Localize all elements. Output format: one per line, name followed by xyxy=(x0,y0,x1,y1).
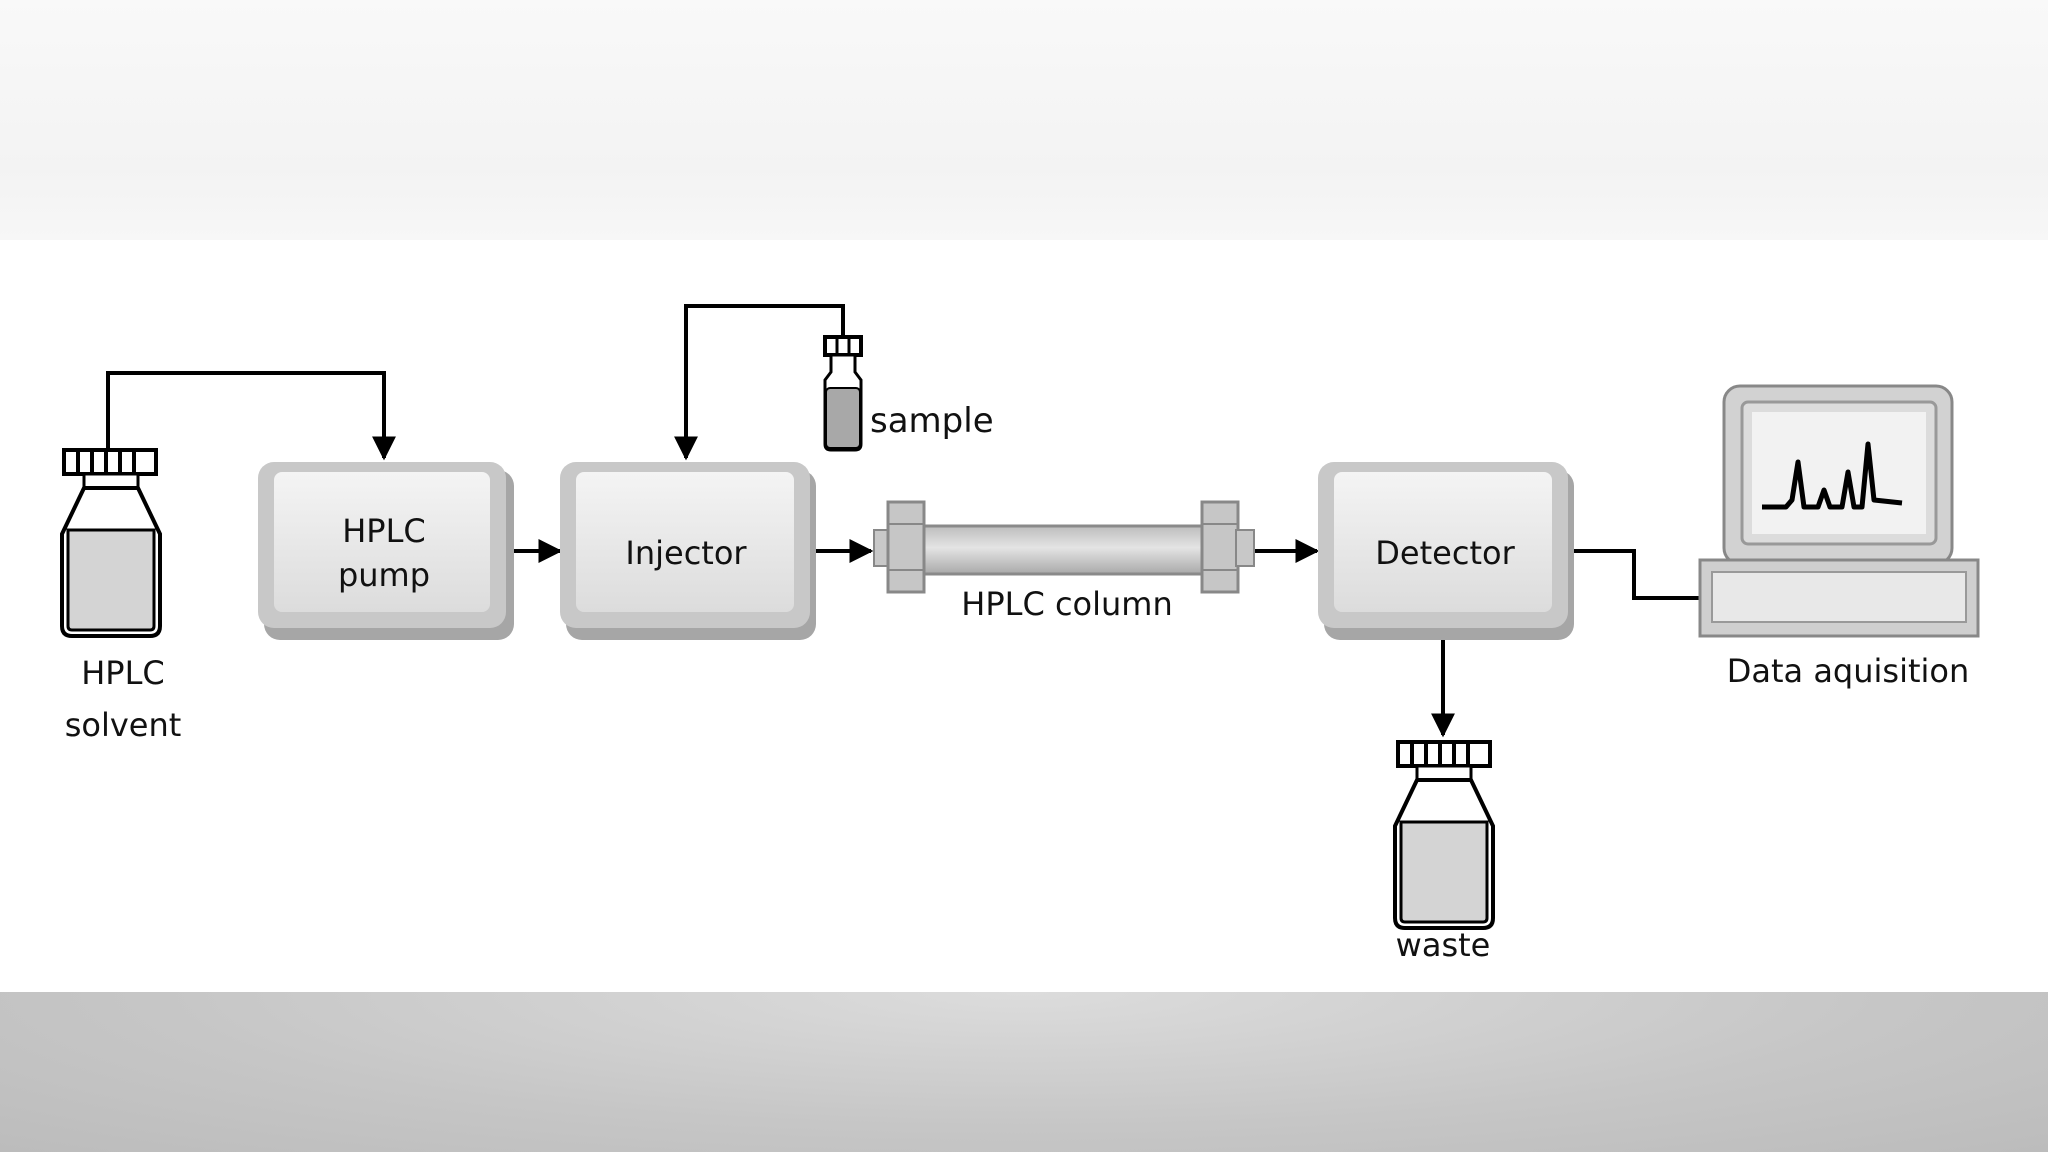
edge-detector-to-data xyxy=(1567,549,1705,600)
solvent-bottle-icon xyxy=(60,448,162,638)
column-label: HPLC column xyxy=(961,585,1173,623)
connection-lines xyxy=(106,304,1705,738)
detector-box xyxy=(1318,462,1574,640)
pump-label-line2: pump xyxy=(338,556,430,594)
sample-label: sample xyxy=(870,401,994,441)
injector-label: Injector xyxy=(625,534,747,572)
waste-bottle-icon xyxy=(1393,740,1495,930)
edge-solvent-to-pump xyxy=(106,371,396,461)
pump-label-line1: HPLC xyxy=(342,512,426,550)
computer-icon xyxy=(1698,384,1980,638)
solvent-label-line2: solvent xyxy=(65,706,182,744)
top-background-band xyxy=(0,0,2048,240)
chromatogram-icon xyxy=(1762,441,1903,510)
waste-label: waste xyxy=(1396,926,1491,964)
sample-vial-icon xyxy=(823,335,863,452)
injector-box xyxy=(560,462,816,640)
edge-sample-to-injector xyxy=(674,304,845,461)
solvent-label-line1: HPLC xyxy=(81,654,165,692)
bottom-background-band xyxy=(0,992,2048,1152)
pump-box xyxy=(258,462,514,640)
hplc-column-icon xyxy=(873,500,1255,594)
data-acquisition-label: Data aquisition xyxy=(1727,652,1970,690)
detector-label: Detector xyxy=(1375,534,1515,572)
